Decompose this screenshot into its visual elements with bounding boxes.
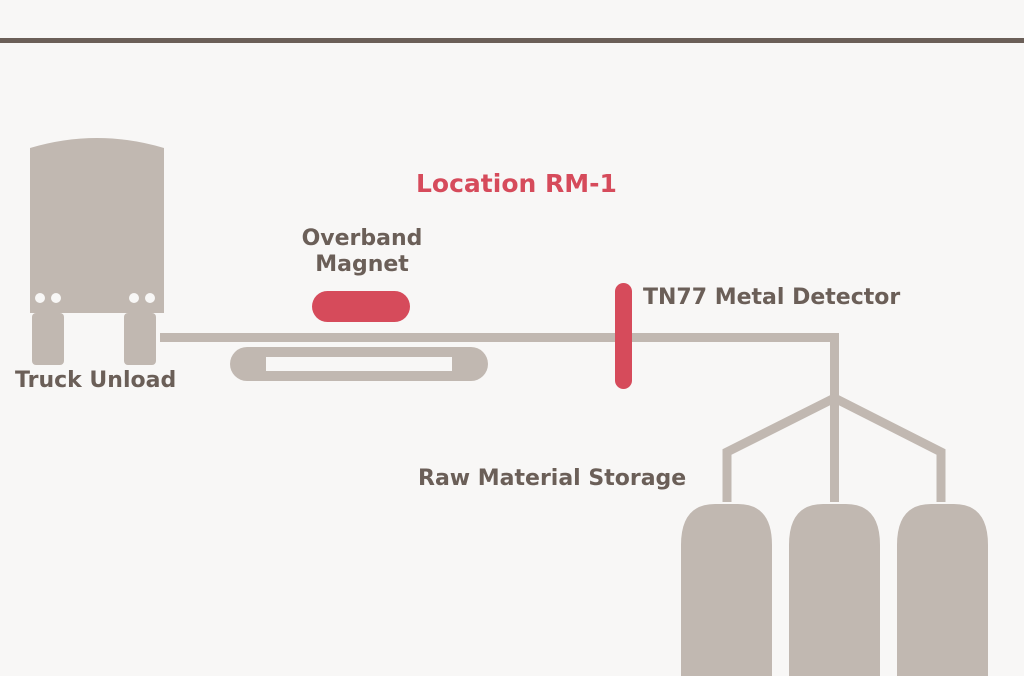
silo-left: [681, 504, 772, 676]
detector-label: TN77 Metal Detector: [643, 285, 901, 310]
truck-label: Truck Unload: [15, 368, 177, 393]
conveyor-line: [160, 333, 839, 342]
conveyor-belt: [230, 347, 488, 381]
silo-right: [897, 504, 988, 676]
location-title: Location RM-1: [416, 169, 617, 198]
storage-silos: [681, 504, 988, 676]
magnet-label-line2: Magnet: [315, 252, 409, 277]
distribution-pipes: [722, 393, 946, 502]
storage-label: Raw Material Storage: [418, 466, 687, 491]
metal-detector: [615, 283, 632, 389]
magnet-label-line1: Overband: [301, 226, 423, 251]
top-divider: [0, 38, 1024, 43]
magnet-label: Overband Magnet: [282, 226, 442, 278]
silo-middle: [789, 504, 880, 676]
truck-icon: [30, 138, 164, 365]
feed-pipe: [830, 333, 839, 398]
overband-magnet: [312, 291, 410, 322]
